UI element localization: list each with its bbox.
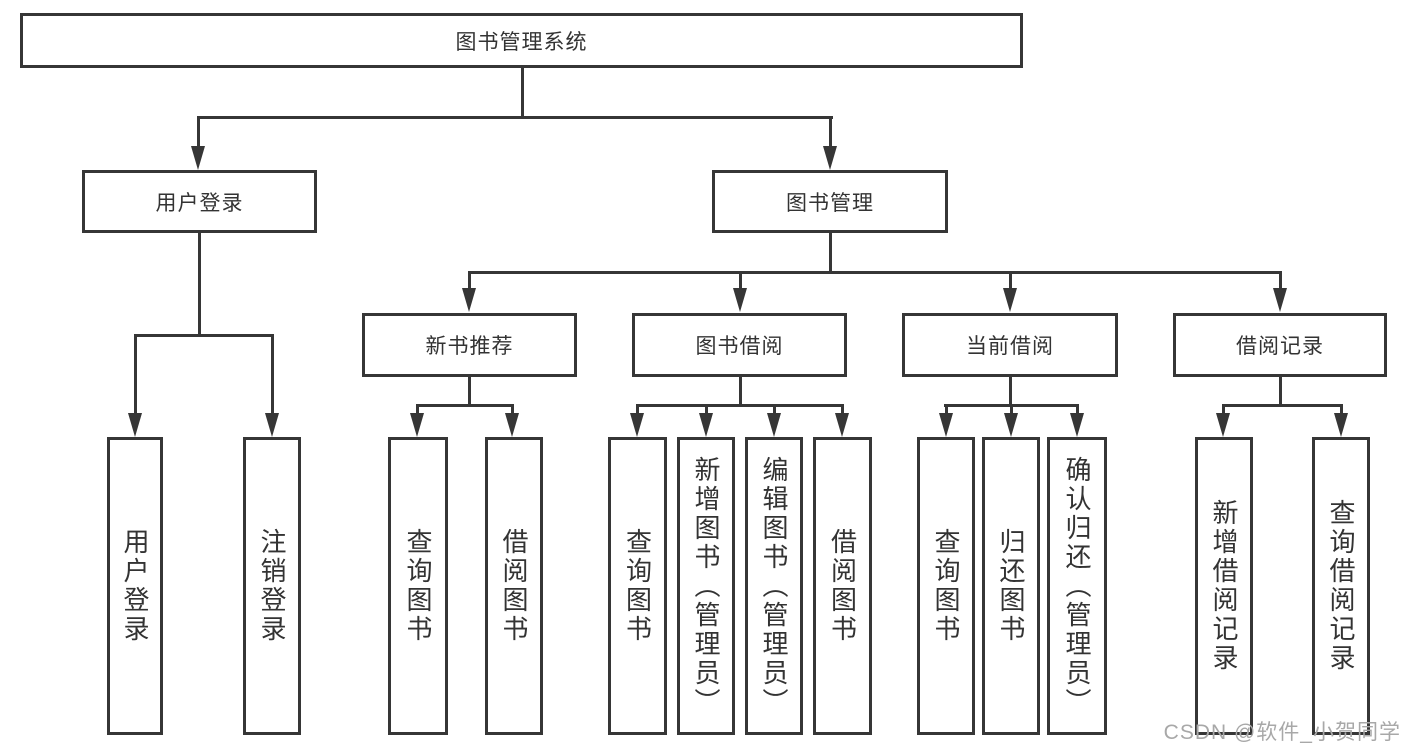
leaf-logout: 注销登录 <box>243 437 301 735</box>
connector-leaf-shaft <box>134 334 137 416</box>
connector-l3-shaft <box>1279 271 1282 293</box>
arrow-down-icon <box>1004 413 1018 437</box>
arrow-down-icon <box>191 146 205 170</box>
connector-mgmt-hline <box>468 271 1282 274</box>
connector-sub-hline <box>636 404 844 407</box>
connector-root-hline <box>197 116 833 119</box>
connector-leaf-shaft <box>511 404 514 416</box>
connector-leaf-shaft <box>416 404 419 416</box>
node-label: 归还图书 <box>996 528 1026 644</box>
node-label: 用户登录 <box>155 191 244 215</box>
leaf-query-book-3: 查询图书 <box>917 437 975 735</box>
connector-l3-shaft <box>468 271 471 293</box>
leaf-confirm-return-admin: 确认归还（管理员） <box>1047 437 1107 735</box>
node-user-login: 用户登录 <box>82 170 317 233</box>
node-label: 查询图书 <box>931 528 961 644</box>
arrow-down-icon <box>1003 288 1017 312</box>
leaf-return-book: 归还图书 <box>982 437 1040 735</box>
node-label: 借阅记录 <box>1236 335 1324 358</box>
node-label: 用户登录 <box>120 528 150 644</box>
connector-sub-stem <box>1009 375 1012 407</box>
leaf-user-login: 用户登录 <box>107 437 163 735</box>
arrow-down-icon <box>1273 288 1287 312</box>
node-label: 借阅图书 <box>499 528 529 644</box>
leaf-add-book-admin: 新增图书（管理员） <box>677 437 735 735</box>
connector-leaf-shaft <box>1010 404 1013 416</box>
node-new-book-rec: 新书推荐 <box>362 313 577 377</box>
connector-leaf-shaft <box>705 404 708 416</box>
node-label: 图书借阅 <box>695 335 784 358</box>
connector-user-login-shaft <box>197 116 200 150</box>
node-label: 借阅图书 <box>827 528 858 644</box>
leaf-query-book-2: 查询图书 <box>608 437 667 735</box>
node-label: 查询图书 <box>622 528 653 644</box>
arrow-down-icon <box>410 413 424 437</box>
node-label: 当前借阅 <box>966 335 1054 358</box>
connector-sub-hline <box>416 404 514 407</box>
leaf-borrow-book-2: 借阅图书 <box>813 437 872 735</box>
connector-sub-stem <box>468 375 471 407</box>
connector-user-hline <box>134 334 274 337</box>
arrow-down-icon <box>128 413 142 437</box>
arrow-down-icon <box>767 413 781 437</box>
arrow-down-icon <box>1216 413 1230 437</box>
node-root: 图书管理系统 <box>20 13 1023 68</box>
node-label: 新增借阅记录 <box>1209 499 1239 673</box>
connector-sub-stem <box>739 375 742 407</box>
node-label: 查询借阅记录 <box>1326 499 1356 673</box>
csdn-watermark: CSDN @软件_小贺同学 <box>1163 721 1401 744</box>
node-label: 图书管理系统 <box>455 30 588 54</box>
connector-leaf-shaft <box>841 404 844 416</box>
arrow-down-icon <box>835 413 849 437</box>
node-current-borrow: 当前借阅 <box>902 313 1118 377</box>
arrow-down-icon <box>1070 413 1084 437</box>
node-label: 注销登录 <box>257 528 287 644</box>
node-label: 图书管理 <box>786 191 874 215</box>
node-label: 查询图书 <box>403 528 433 644</box>
connector-leaf-shaft <box>636 404 639 416</box>
connector-l3-shaft <box>739 271 742 293</box>
connector-user-stem <box>198 231 201 336</box>
connector-leaf-shaft <box>1340 404 1343 416</box>
leaf-query-borrow-record: 查询借阅记录 <box>1312 437 1370 735</box>
leaf-query-book-1: 查询图书 <box>388 437 448 735</box>
connector-sub-hline <box>1222 404 1343 407</box>
node-label: 新书推荐 <box>425 335 514 358</box>
arrow-down-icon <box>699 413 713 437</box>
connector-leaf-shaft <box>945 404 948 416</box>
arrow-down-icon <box>265 413 279 437</box>
arrow-down-icon <box>630 413 644 437</box>
connector-mgmt-stem <box>829 231 832 274</box>
connector-leaf-shaft <box>773 404 776 416</box>
connector-root-stem <box>521 66 524 119</box>
connector-sub-stem <box>1279 375 1282 407</box>
node-label: 确认归还（管理员） <box>1062 455 1092 717</box>
node-book-borrow: 图书借阅 <box>632 313 847 377</box>
node-label: 新增图书（管理员） <box>691 455 721 717</box>
leaf-borrow-book-1: 借阅图书 <box>485 437 543 735</box>
arrow-down-icon <box>462 288 476 312</box>
arrow-down-icon <box>1334 413 1348 437</box>
leaf-edit-book-admin: 编辑图书（管理员） <box>745 437 803 735</box>
node-label: 编辑图书（管理员） <box>759 455 789 717</box>
connector-leaf-shaft <box>1076 404 1079 416</box>
node-book-mgmt: 图书管理 <box>712 170 948 233</box>
connector-book-mgmt-shaft <box>829 116 832 150</box>
connector-leaf-shaft <box>271 334 274 416</box>
connector-leaf-shaft <box>1222 404 1225 416</box>
arrow-down-icon <box>505 413 519 437</box>
arrow-down-icon <box>733 288 747 312</box>
leaf-add-borrow-record: 新增借阅记录 <box>1195 437 1253 735</box>
arrow-down-icon <box>823 146 837 170</box>
connector-l3-shaft <box>1009 271 1012 293</box>
node-borrow-record: 借阅记录 <box>1173 313 1387 377</box>
arrow-down-icon <box>939 413 953 437</box>
